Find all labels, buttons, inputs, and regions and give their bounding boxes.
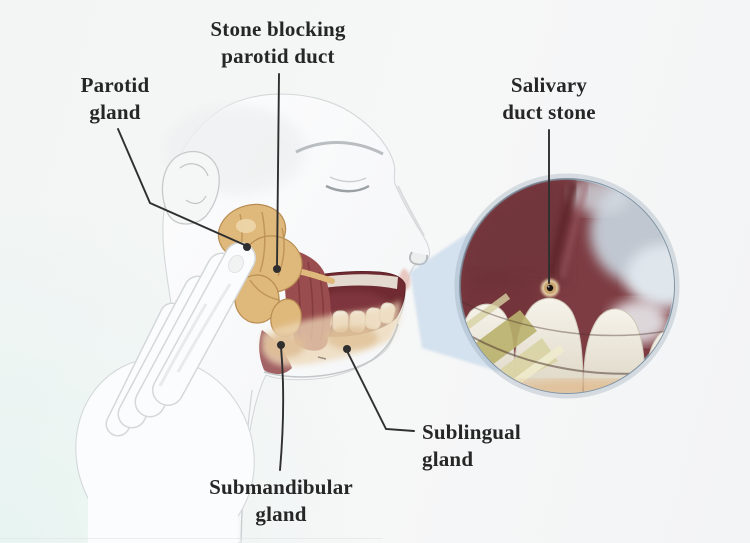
submandibular-gland-shape: [265, 334, 305, 358]
leader-stone-blocking: [276, 73, 280, 268]
inset-mucosa-shading: [460, 179, 567, 286]
leader-sublingual: [346, 350, 415, 432]
fingernail: [228, 254, 244, 274]
pointer-dot-stone-blocking: [273, 265, 281, 273]
label-line: Stone blocking: [210, 17, 346, 41]
eyebrow: [295, 141, 384, 156]
nostril: [409, 251, 429, 266]
label-line: gland: [255, 502, 307, 526]
nose-bridge: [397, 185, 425, 237]
leader-parotid: [117, 128, 248, 247]
chin-mark: [317, 356, 327, 360]
leader-submandibular: [279, 346, 285, 471]
face-features: [295, 141, 429, 291]
wrist: [88, 470, 238, 543]
hand: [75, 242, 256, 543]
ear: [161, 150, 220, 225]
label-line: Parotid: [80, 73, 150, 97]
fingers: [105, 242, 256, 437]
gland-highlight: [236, 219, 256, 233]
finger-shading: [158, 283, 232, 387]
label-stone-blocking-parotid-duct: Stone blocking parotid duct: [188, 16, 368, 70]
eyelid-crease: [329, 176, 367, 183]
inset-outer-glow: [454, 173, 680, 399]
inset-circle: [454, 173, 680, 399]
label-submandibular-gland: Submandibular gland: [181, 474, 381, 528]
label-line: Salivary: [510, 73, 588, 97]
inset-gum-wash: [470, 379, 668, 393]
closed-eye: [325, 184, 370, 193]
pointer-dot-sublingual: [343, 345, 351, 353]
inset-content: [460, 179, 674, 393]
sublingual-gland-shape: [326, 326, 378, 350]
label-line: gland: [422, 447, 474, 471]
label-line: gland: [89, 100, 141, 124]
gland-lobule-lines: [235, 211, 285, 301]
jaw-glands-wash: [262, 300, 401, 366]
label-salivary-duct-stone: Salivary duct stone: [479, 72, 619, 126]
jawline: [263, 323, 399, 378]
bottom-hairline: [0, 538, 383, 539]
pointer-dot-submandibular: [277, 341, 285, 349]
label-sublingual-gland: Sublingual gland: [422, 419, 562, 473]
leader-lines: [117, 73, 550, 471]
label-line: Submandibular: [209, 475, 353, 499]
label-line: parotid duct: [221, 44, 335, 68]
label-parotid-gland: Parotid gland: [55, 72, 175, 126]
label-line: duct stone: [502, 100, 596, 124]
label-line: Sublingual: [422, 420, 521, 444]
pointer-dot-parotid: [243, 243, 251, 251]
inset-stone: [541, 279, 559, 297]
inset-fold: [546, 180, 579, 277]
